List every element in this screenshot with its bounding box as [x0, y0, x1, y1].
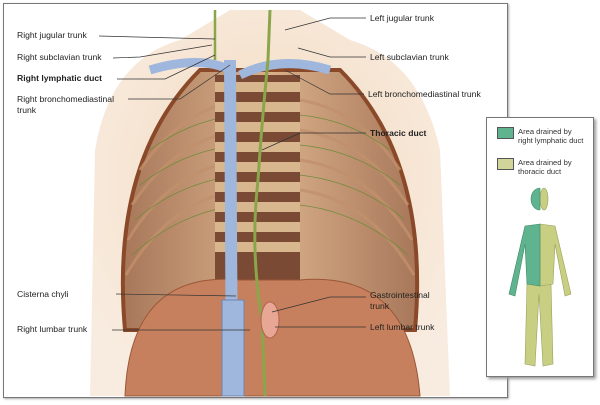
- drainage-legend: Area drained by right lymphatic duct Are…: [486, 117, 594, 377]
- legend-item-right-lymphatic: Area drained by right lymphatic duct: [497, 127, 587, 145]
- label-left-subclavian-trunk: Left subclavian trunk: [370, 52, 449, 62]
- intercostal-lymph-vessels: [131, 114, 409, 256]
- label-right-jugular-trunk: Right jugular trunk: [17, 30, 87, 40]
- aorta: [221, 299, 245, 397]
- label-line-2: trunk: [370, 301, 390, 311]
- cisterna-chyli: [260, 301, 280, 339]
- body-figure: [508, 187, 572, 367]
- label-cisterna-chyli: Cisterna chyli: [17, 289, 69, 299]
- thoracic-duct-vessel: [253, 9, 272, 397]
- label-left-bronchomediastinal-trunk: Left bronchomediastinal trunk: [368, 89, 481, 99]
- label-line-1: Right bronchomediastinal: [17, 94, 114, 104]
- label-right-lumbar-trunk: Right lumbar trunk: [17, 324, 88, 334]
- legend-label: Area drained by thoracic duct: [518, 158, 572, 176]
- label-thoracic-duct: Thoracic duct: [370, 128, 427, 138]
- legend-item-thoracic: Area drained by thoracic duct: [497, 158, 587, 176]
- brachiocephalic-veins: [148, 58, 332, 80]
- legend-swatch: [497, 158, 514, 170]
- label-right-lymphatic-duct: Right lymphatic duct: [17, 73, 102, 83]
- legend-label: Area drained by right lymphatic duct: [518, 127, 584, 145]
- label-right-subclavian-trunk: Right subclavian trunk: [17, 52, 102, 62]
- label-line-1: Gastrointestinal: [370, 290, 430, 300]
- legend-swatch: [497, 127, 514, 139]
- label-left-jugular-trunk: Left jugular trunk: [370, 13, 435, 23]
- leader-lines: [98, 17, 366, 331]
- label-line-2: trunk: [17, 105, 37, 115]
- label-left-lumbar-trunk: Left lumbar trunk: [370, 322, 435, 332]
